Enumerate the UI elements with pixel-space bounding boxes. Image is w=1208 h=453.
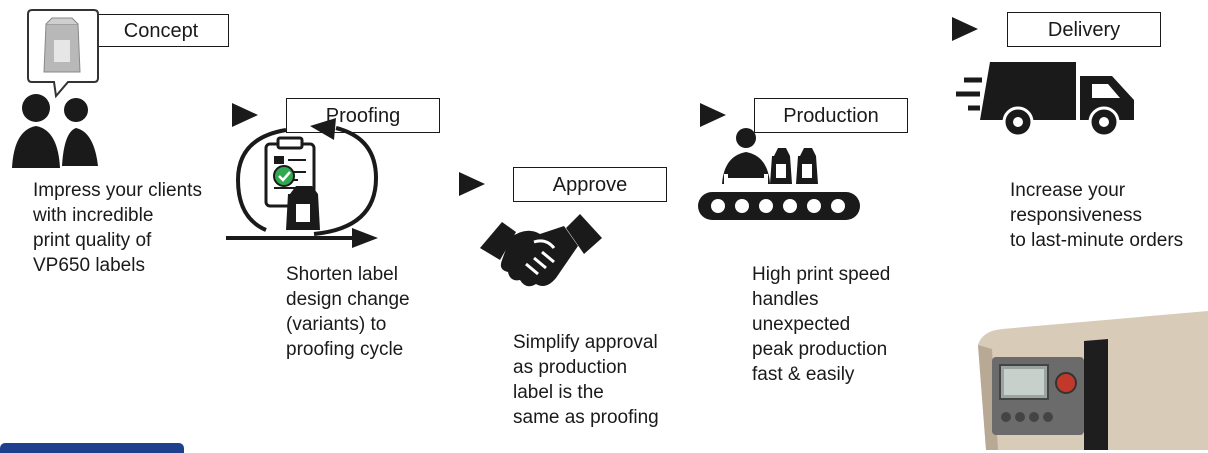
stage-delivery-label: Delivery (1047, 18, 1121, 41)
stage-approve-label: Approve (552, 173, 628, 196)
conveyor-worker-icon (698, 128, 860, 220)
stage-approve-label-box: Approve (513, 167, 667, 202)
proofing-cycle-icon (226, 118, 379, 248)
stage-proofing-label: Proofing (325, 104, 401, 127)
clients-concept-icon (12, 9, 99, 168)
stage-production-label: Production (783, 104, 879, 127)
printer-photo (978, 311, 1208, 450)
stage-proofing-description: Shorten label design change (variants) t… (286, 264, 410, 360)
proofing-arrow-icon (232, 103, 258, 127)
production-arrow-icon (700, 103, 726, 127)
stage-production-label-box: Production (754, 98, 908, 133)
approve-arrow-icon (459, 172, 485, 196)
blue-bar (0, 443, 184, 453)
stage-delivery-description: Increase your responsiveness to last-min… (1010, 180, 1184, 251)
stage-proofing-label-box: Proofing (286, 98, 440, 133)
stage-production-description: High print speed handles unexpected peak… (752, 264, 891, 385)
delivery-truck-icon (956, 62, 1134, 138)
stage-delivery-label-box: Delivery (1007, 12, 1161, 47)
stage-concept-label: Concept (123, 19, 199, 42)
stage-concept-description: Impress your clients with incredible pri… (33, 180, 202, 276)
stage-approve-description: Simplify approval as production label is… (513, 332, 659, 428)
handshake-icon (480, 214, 602, 287)
stage-concept-label-box: Concept (93, 14, 229, 47)
delivery-arrow-icon (952, 17, 978, 41)
